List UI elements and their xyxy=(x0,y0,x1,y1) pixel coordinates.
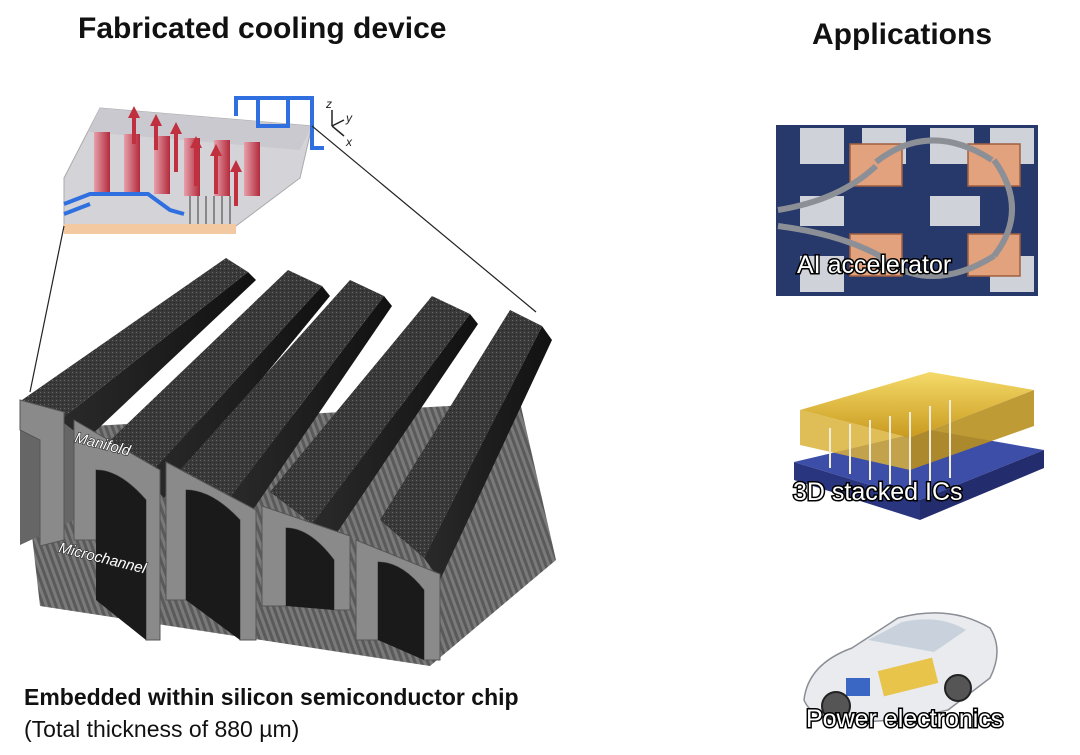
manifold-walls xyxy=(22,258,552,580)
arch-openings xyxy=(96,470,424,660)
right-title: Applications xyxy=(812,18,993,51)
fabricated-device-render: Manifold Microchannel xyxy=(19,258,556,666)
app-power-electronics: Power electronics xyxy=(803,612,1005,735)
microchannel-fins xyxy=(189,196,231,224)
caption-main: Embedded within silicon semiconductor ch… xyxy=(24,684,519,710)
app-label-ai-accelerator: AI accelerator xyxy=(797,251,951,279)
coolant-path xyxy=(63,96,324,216)
app-label-3d-stacked-ics: 3D stacked ICs xyxy=(793,478,963,506)
heat-arrow-icons xyxy=(128,106,242,206)
manifold-arches xyxy=(19,399,441,661)
schematic-top xyxy=(88,108,312,150)
app-label-power-electronics: Power electronics xyxy=(806,705,1003,733)
app-ai-accelerator: AI accelerator xyxy=(776,125,1038,296)
axis-y-label: y xyxy=(345,111,353,125)
heated-base xyxy=(64,224,236,234)
left-title: Fabricated cooling device xyxy=(78,12,447,45)
zoom-lines xyxy=(29,125,537,393)
axis-triad-icon xyxy=(331,110,345,137)
app-3d-stacked-ics: 3D stacked ICs xyxy=(792,372,1044,520)
axis-z-label: z xyxy=(325,97,332,111)
axis-x-label: x xyxy=(345,135,353,149)
caption-sub: (Total thickness of 880 µm) xyxy=(24,716,300,742)
cooling-schematic-inset: z y x xyxy=(63,96,353,234)
